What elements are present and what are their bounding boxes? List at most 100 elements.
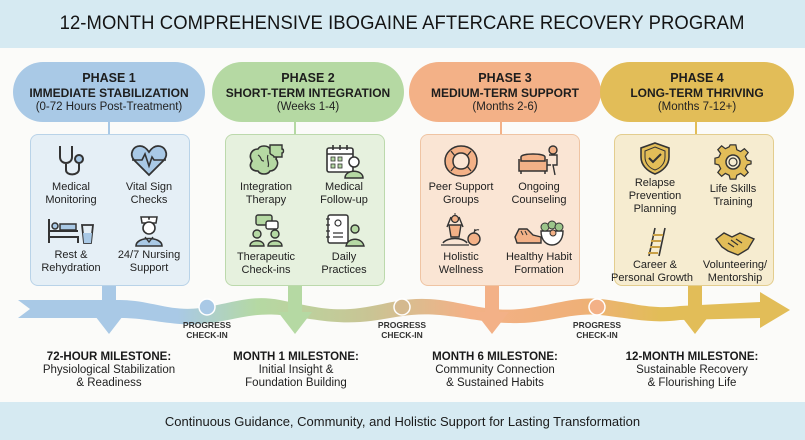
item-label: Life Skills (709, 183, 757, 195)
item-label: Ongoing (518, 181, 560, 193)
phase1-down-arrow (92, 282, 126, 334)
milestone-desc: Physiological Stabilization (42, 364, 176, 376)
item-label: Holistic (443, 251, 479, 263)
item-label: Medical (52, 181, 90, 193)
milestone-desc: Foundation Building (245, 377, 347, 389)
title-banner: 12-MONTH COMPREHENSIVE IBOGAINE AFTERCAR… (0, 0, 805, 48)
progress-checkin-2: PROGRESS CHECK-IN (367, 320, 437, 340)
yoga-apple-icon (441, 213, 481, 246)
shoe-salad-icon (514, 220, 564, 246)
chat-people-icon (249, 214, 283, 247)
phase4-connector (695, 120, 697, 136)
ladder-icon (648, 227, 666, 257)
phase4-header: PHASE 4 LONG-TERM THRIVING (Months 7-12+… (600, 62, 794, 122)
handshake-icon (715, 232, 756, 256)
item-label: Relapse (634, 177, 676, 189)
phase-range: (Weeks 1-4) (276, 100, 340, 113)
milestone-desc: & Flourishing Life (647, 377, 737, 389)
item-label: Personal Growth (611, 272, 693, 284)
milestone-month-1: MONTH 1 MILESTONE: Initial Insight & Fou… (196, 350, 396, 390)
stethoscope-icon (59, 146, 84, 176)
milestone-desc: Community Connection (435, 364, 555, 376)
item-label: Integration (240, 181, 292, 193)
gear-icon (714, 144, 752, 180)
phase4-down-arrow (678, 282, 712, 334)
checkin-label: CHECK-IN (381, 330, 423, 340)
phase3-header: PHASE 3 MEDIUM-TERM SUPPORT (Months 2-6) (409, 62, 601, 122)
milestone-title: MONTH 6 MILESTONE: (432, 351, 558, 363)
item-medical-followup: Medical Follow-up (304, 143, 384, 207)
item-life-skills-training: Life Skills Training (693, 143, 773, 209)
phase-name: SHORT-TERM INTEGRATION (225, 85, 391, 100)
phase2-card: Integration Therapy Medical Follow-up Th… (225, 134, 385, 286)
item-label: Medical (325, 181, 363, 193)
milestone-title: 72-HOUR MILESTONE: (46, 351, 172, 363)
checkin-label: CHECK-IN (576, 330, 618, 340)
item-label: Rest & (54, 249, 88, 261)
journal-meditation-icon (326, 214, 365, 247)
phase-name: MEDIUM-TERM SUPPORT (431, 85, 579, 100)
item-label: Prevention (628, 190, 682, 202)
checkin-label: PROGRESS (377, 320, 427, 330)
item-label: Daily (331, 251, 357, 263)
phase-range: (0-72 Hours Post-Treatment) (35, 100, 183, 113)
item-volunteering-mentorship: Volunteering/ Mentorship (695, 229, 775, 285)
item-label: Check-ins (241, 264, 291, 276)
page-title: 12-MONTH COMPREHENSIVE IBOGAINE AFTERCAR… (60, 13, 745, 34)
item-nursing-support: 24/7 Nursing Support (109, 211, 189, 275)
item-ongoing-counseling: Ongoing Counseling (499, 143, 579, 207)
calendar-doctor-icon (326, 145, 364, 179)
phase-name: LONG-TERM THRIVING (630, 85, 764, 100)
item-label: Volunteering/ (702, 259, 768, 271)
brain-puzzle-icon (249, 144, 285, 175)
shield-check-icon (640, 142, 670, 175)
timeline-arrow (18, 282, 790, 334)
item-holistic-wellness: Holistic Wellness (421, 213, 501, 277)
phase-range: (Months 2-6) (472, 100, 538, 113)
couch-counselor-icon (518, 145, 558, 176)
item-medical-monitoring: Medical Monitoring (31, 143, 111, 207)
footer-banner: Continuous Guidance, Community, and Holi… (0, 402, 805, 440)
phase2-header: PHASE 2 SHORT-TERM INTEGRATION (Weeks 1-… (212, 62, 404, 122)
item-peer-support-groups: Peer Support Groups (421, 143, 501, 207)
item-label: Practices (321, 264, 367, 276)
item-label: Formation (514, 264, 564, 276)
checkin-label: CHECK-IN (186, 330, 228, 340)
milestone-desc: & Sustained Habits (446, 377, 544, 389)
milestone-title: 12-MONTH MILESTONE: (625, 351, 759, 363)
milestone-month-6: MONTH 6 MILESTONE: Community Connection … (395, 350, 595, 390)
item-daily-practices: Daily Practices (304, 213, 384, 277)
item-vital-sign-checks: Vital Sign Checks (109, 143, 189, 207)
phase-range: (Months 7-12+) (657, 100, 737, 113)
item-label: Peer Support (428, 181, 494, 193)
item-label: Checks (130, 194, 168, 206)
phase1-card: Medical Monitoring Vital Sign Checks Res… (30, 134, 190, 286)
phase-name: IMMEDIATE STABILIZATION (29, 85, 189, 100)
nurse-icon (135, 216, 163, 247)
progress-checkin-1: PROGRESS CHECK-IN (172, 320, 242, 340)
item-healthy-habit-formation: Healthy Habit Formation (499, 213, 579, 277)
phase2-connector (294, 120, 296, 136)
item-label: Therapy (245, 194, 287, 206)
milestone-desc: Sustainable Recovery (636, 364, 748, 376)
item-label: Vital Sign (125, 181, 173, 193)
item-label: Groups (442, 194, 480, 206)
phase3-down-arrow (475, 282, 509, 334)
bed-water-icon (48, 219, 95, 244)
item-label: Follow-up (320, 194, 368, 206)
phase3-card: Peer Support Groups Ongoing Counseling H… (420, 134, 580, 286)
item-label: Therapeutic (236, 251, 296, 263)
item-therapeutic-checkins: Therapeutic Check-ins (226, 213, 306, 277)
milestone-12-month: 12-MONTH MILESTONE: Sustainable Recovery… (592, 350, 792, 390)
milestone-desc: Initial Insight & (258, 364, 334, 376)
phase2-down-arrow (278, 282, 312, 334)
item-career-growth: Career & Personal Growth (611, 227, 695, 285)
item-label: Mentorship (707, 272, 763, 284)
phase-number: PHASE 2 (281, 70, 335, 85)
phase1-header: PHASE 1 IMMEDIATE STABILIZATION (0-72 Ho… (13, 62, 205, 122)
phase3-connector (500, 120, 502, 136)
phase4-card: Relapse Prevention Planning Life Skills … (611, 134, 775, 286)
item-label: Healthy Habit (505, 251, 573, 263)
phase-number: PHASE 3 (478, 70, 532, 85)
